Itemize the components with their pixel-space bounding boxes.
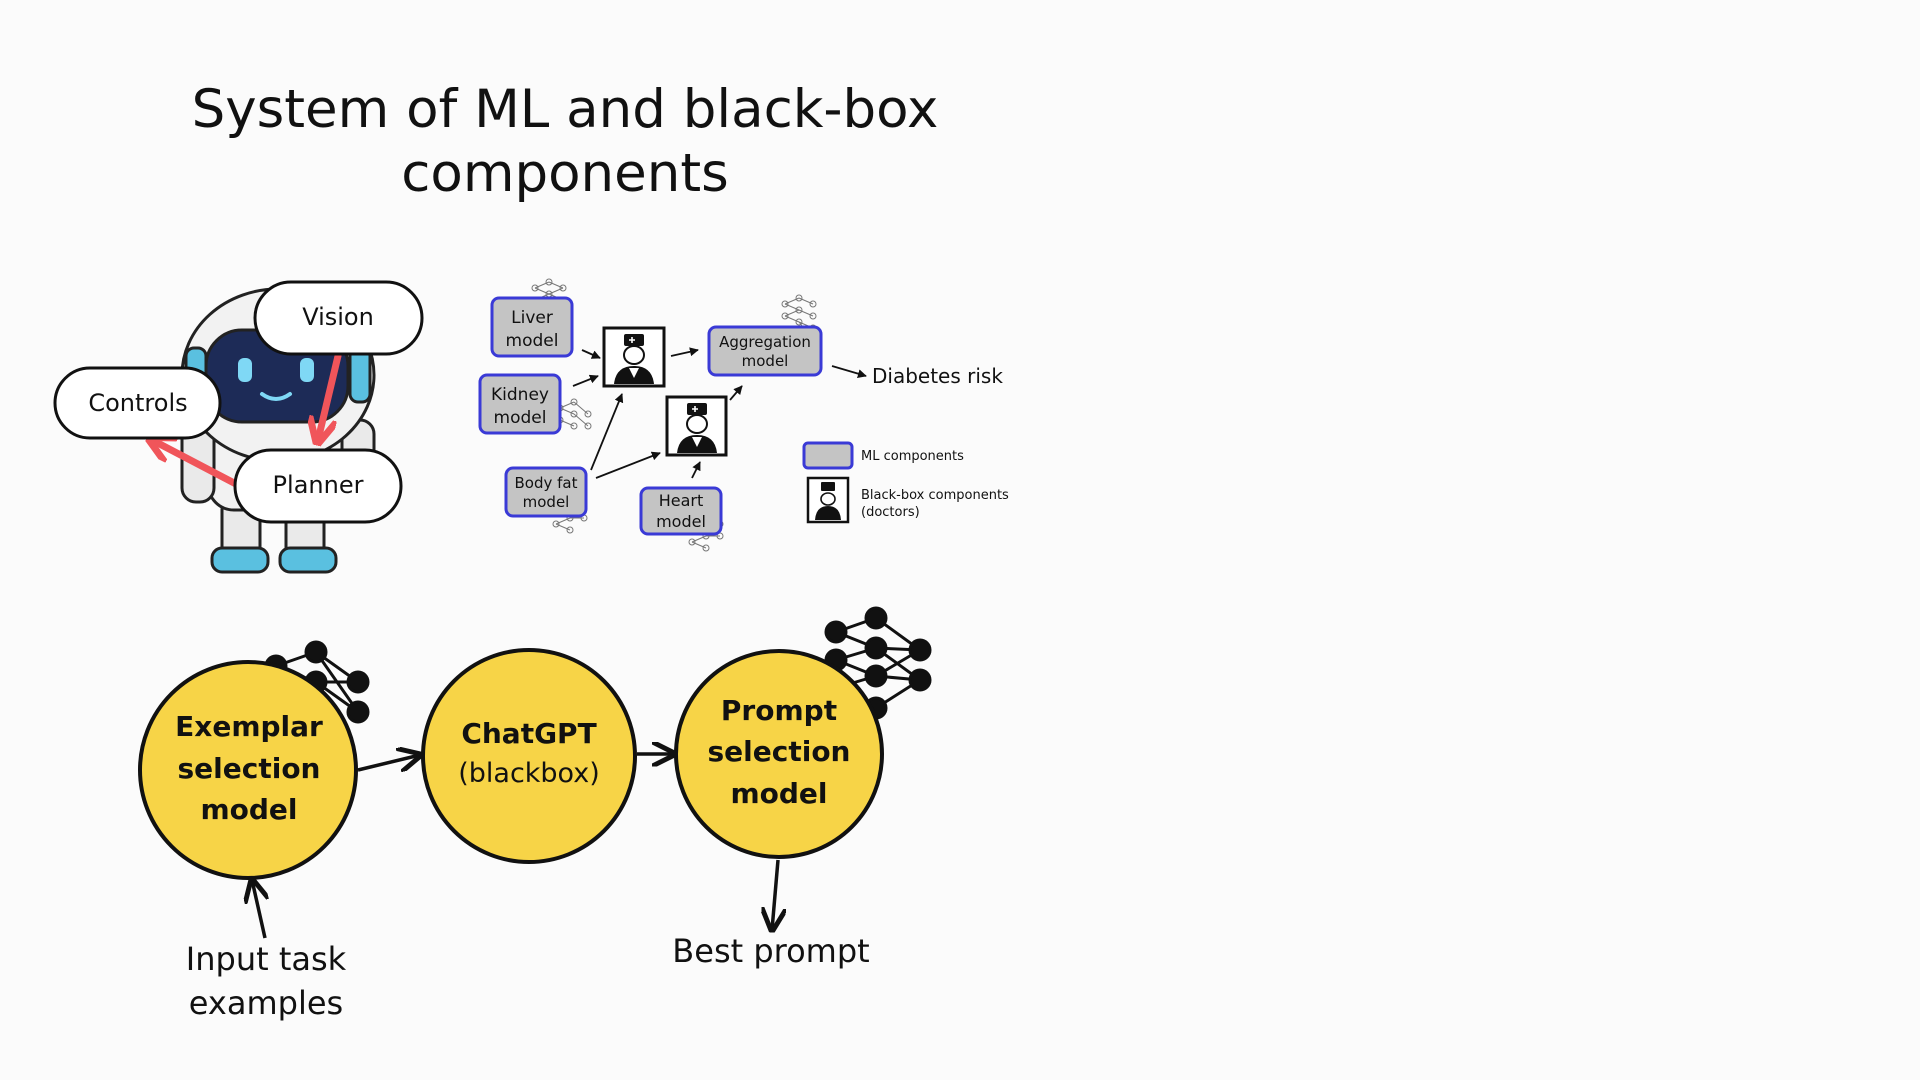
page-title: System of ML and black-box components [191,79,939,204]
legend: ML components Black-box components (doct… [802,441,1009,524]
aggregation-to-output-arrow [831,365,867,379]
aggregation-label-2: model [742,352,789,370]
heart-label-2: model [656,512,706,531]
exemplar-to-chatgpt-arrow [357,755,420,770]
kidney-to-doctor-arrow [572,374,599,387]
input-task-label: Input task [186,940,347,978]
liver-label-2: model [506,331,559,351]
liver-model-box: Liver model [490,296,574,358]
controls-label: Controls [88,389,187,417]
exemplar-label-2: selection [178,752,321,785]
best-prompt-label: Best prompt [672,932,869,970]
prompt-label: Prompt [721,694,837,727]
exemplar-label-3: model [200,793,297,826]
exemplar-label: Exemplar [175,710,323,743]
liver-to-doctor-arrow [581,349,601,359]
legend-ml-swatch [802,441,854,470]
vision-to-planner-arrow [318,352,342,440]
kidney-label: Kidney [491,385,549,405]
prompt-label-3: model [730,777,827,810]
prompt-selection-node: Prompt selection model [674,649,884,859]
heart-model-box: Heart model [639,486,723,536]
heart-label: Heart [659,491,704,510]
chatgpt-sublabel: (blackbox) [458,758,600,789]
prompt-pipeline: Exemplar selection model ChatGPT (blackb… [138,606,932,1022]
vision-label: Vision [302,303,374,331]
chatgpt-label: ChatGPT [461,717,596,750]
legend-ml-label: ML components [861,449,964,464]
diabetes-diagram: Liver model Kidney model Body fat model … [478,278,1009,552]
chatgpt-node: ChatGPT (blackbox) [421,648,637,864]
doctor-icon [602,326,666,388]
heart-to-doctor2-arrow [691,461,701,479]
prompt-to-output-arrow [772,859,778,930]
input-task-label-2: examples [189,984,343,1022]
input-to-exemplar-arrow [252,880,265,939]
bodyfat-model-box: Body fat model [504,466,588,518]
planner-label: Planner [273,471,364,499]
exemplar-selection-node: Exemplar selection model [138,660,358,880]
neural-network-icon [264,640,370,724]
kidney-model-box: Kidney model [478,373,562,435]
doctor2-to-aggregation-arrow [729,385,743,401]
legend-doctor-icon [806,476,850,524]
legend-blackbox-label-2: (doctors) [861,505,920,520]
diabetes-risk-label: Diabetes risk [872,364,1003,388]
controls-bubble: Controls [53,366,222,440]
aggregation-model-box: Aggregation model [707,325,823,377]
bodyfat-to-doctor2-arrow [595,451,661,479]
planner-bubble: Planner [233,448,403,524]
bodyfat-to-doctor-arrow [590,393,624,471]
kidney-label-2: model [494,408,547,428]
bodyfat-label-2: model [523,493,570,511]
neural-network-icon [824,606,932,720]
doctor-to-aggregation-arrow [670,347,699,357]
bodyfat-label: Body fat [515,474,578,492]
vision-bubble: Vision [253,280,424,356]
planner-to-controls-arrow [152,440,240,488]
prompt-label-2: selection [708,735,851,768]
liver-label: Liver [511,308,553,328]
doctor-icon [665,395,728,457]
aggregation-label: Aggregation [719,333,811,351]
legend-blackbox-label: Black-box components [861,488,1009,503]
